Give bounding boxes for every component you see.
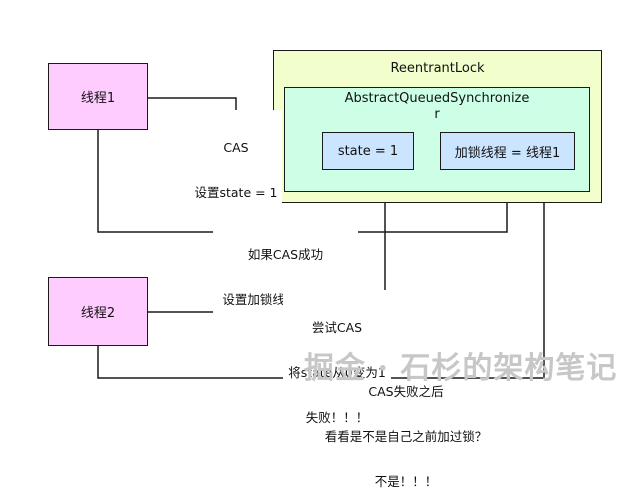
lock-thread-field: 加锁线程 = 线程1 [440,132,575,170]
reentrant-lock-title: ReentrantLock [390,61,485,76]
edge-check-label: CAS失败之后 看看是不是自己之前加过锁？ 不是！！！ [318,354,494,504]
aqs-title-line1: AbstractQueuedSynchronize [344,91,530,106]
watermark: 掘金 · 石杉的架构笔记 [304,351,618,386]
edge-cas-label: CAS 设置state = 1 [190,110,282,215]
edge-check-line2: 看看是不是自己之前加过锁？ [324,429,488,444]
edge-try-line1: 尝试CAS [311,320,363,335]
edge-check-line1: CAS失败之后 [368,384,444,399]
edge-cas-line1: CAS [223,140,249,155]
thread2-label: 线程2 [80,306,116,321]
edge-cas-line2: 设置state = 1 [194,185,278,200]
state-field-label: state = 1 [337,143,399,159]
edge-check-line3: 不是！！！ [374,474,438,489]
state-field: state = 1 [322,132,414,170]
aqs-title-line2: r [434,107,440,122]
thread2-box: 线程2 [48,277,148,346]
thread1-label: 线程1 [80,91,116,106]
edge-success-line1: 如果CAS成功 [247,247,324,262]
edge-try-line2: 将state从0变为1 [288,365,386,380]
thread1-box: 线程1 [48,63,148,130]
lock-thread-field-label: 加锁线程 = 线程1 [454,145,561,161]
